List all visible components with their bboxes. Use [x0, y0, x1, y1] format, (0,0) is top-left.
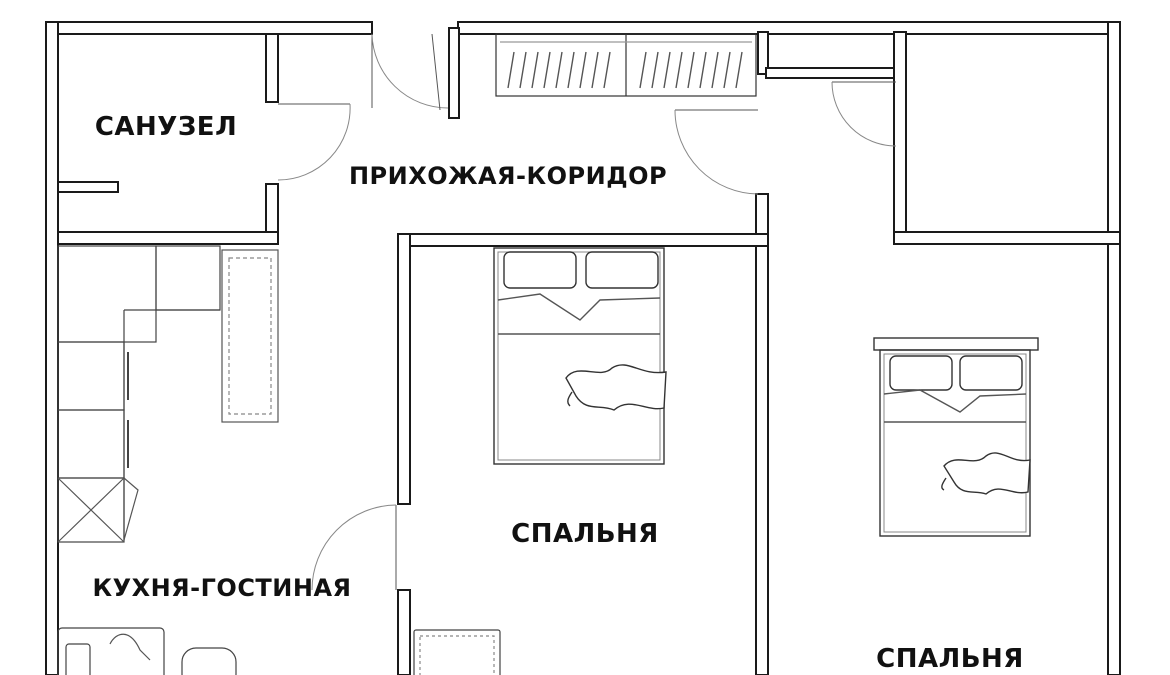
kitchen-fridge: [221, 249, 279, 423]
wall-bathroom-bottom: [57, 231, 279, 245]
kitchen-counter-top: [57, 245, 157, 343]
wall-storage-bottom: [893, 231, 1121, 245]
kitchen-cabinet-1: [57, 341, 125, 411]
kitchen-counter-corner: [155, 245, 221, 311]
door-swing-icon: [831, 81, 897, 147]
wall-closet-top: [757, 31, 769, 75]
double-bed-icon: [493, 247, 667, 465]
room-label-bathroom: САНУЗЕЛ: [95, 112, 237, 142]
room-label-bedroom-2: СПАЛЬНЯ: [876, 644, 1024, 674]
room-label-kitchen-living: КУХНЯ-ГОСТИНАЯ: [92, 574, 351, 602]
room-label-bedroom-1: СПАЛЬНЯ: [511, 519, 659, 549]
kitchen-stove: [57, 477, 125, 543]
door-swing-icon: [371, 33, 449, 111]
door-swing-icon: [277, 103, 351, 181]
wall-bedroom1-top: [397, 233, 769, 247]
door-swing-icon: [311, 504, 397, 591]
bedroom1-dresser: [413, 629, 501, 675]
wall-hallway-stub: [448, 27, 460, 119]
kitchen-furniture: [57, 245, 279, 543]
wall-storage-left: [893, 31, 907, 243]
wall-right: [1107, 21, 1121, 675]
wall-closet-right: [765, 67, 897, 79]
wall-bedroom1-left-upper: [397, 233, 411, 505]
wall-left: [45, 21, 59, 675]
room-labels: САНУЗЕЛ ПРИХОЖАЯ-КОРИДОР КУХНЯ-ГОСТИНАЯ …: [92, 112, 1023, 674]
door-swing-icon: [674, 109, 759, 195]
doors: [277, 33, 897, 591]
kitchen-cabinet-2: [57, 409, 125, 479]
sofa-icon: [57, 627, 237, 675]
room-label-hallway: ПРИХОЖАЯ-КОРИДОР: [349, 162, 667, 190]
wall-bathroom-shelf: [57, 181, 119, 193]
wall-top-left: [45, 21, 373, 35]
wardrobe-icon: [495, 33, 757, 97]
wall-bedrooms-divider: [755, 193, 769, 675]
walls: [45, 21, 1121, 675]
wall-bathroom-right-upper: [265, 33, 279, 103]
wall-top-right: [457, 21, 1119, 35]
double-bed-icon: [873, 337, 1039, 537]
kitchen-counter-l: [123, 309, 220, 540]
wall-bedroom1-left-lower: [397, 589, 411, 675]
